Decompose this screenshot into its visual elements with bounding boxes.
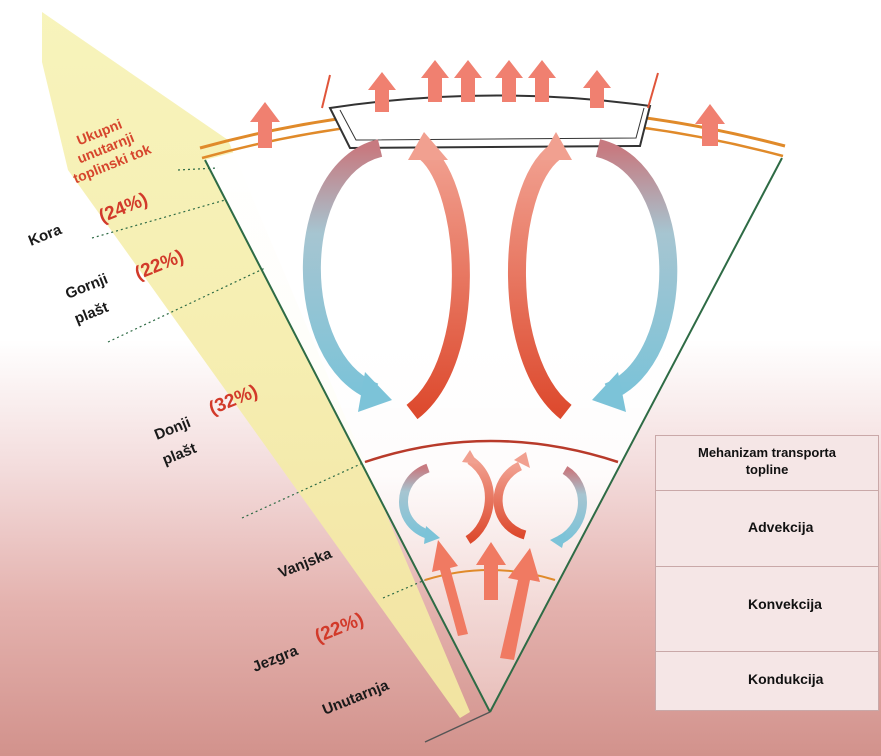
legend-panel: Mehanizam transporta topline Advekcija K… bbox=[655, 435, 879, 711]
advection-mark-right bbox=[648, 73, 658, 108]
core-center-tick bbox=[425, 712, 490, 742]
legend-conduction-label: Kondukcija bbox=[748, 671, 823, 687]
legend-separator bbox=[656, 566, 878, 567]
advection-mark-left bbox=[322, 75, 330, 108]
legend-separator bbox=[656, 490, 878, 491]
legend-title: Mehanizam transporta topline bbox=[656, 444, 878, 478]
legend-separator bbox=[656, 651, 878, 652]
legend-advection-label: Advekcija bbox=[748, 519, 813, 535]
legend-convection-label: Konvekcija bbox=[748, 596, 822, 612]
